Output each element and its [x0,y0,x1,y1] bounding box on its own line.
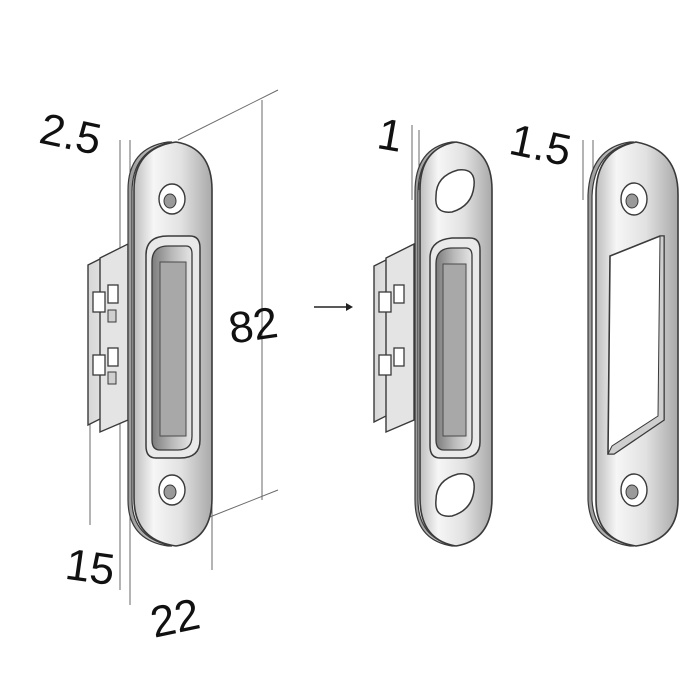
arrow [314,303,353,311]
strike-box [87,242,129,434]
strike-plate-flat [587,141,679,547]
dim-thickness-original: 2.5 [36,104,106,165]
strike-plate-original [87,141,213,547]
dim-depth: 15 [62,540,117,595]
slot-hole-bottom [435,473,475,517]
dim-thickness-thin: 1 [374,109,407,162]
slot-hole-top [435,169,475,213]
strike-box [373,242,415,434]
dim-width: 22 [146,590,204,648]
strike-plate-thin [373,141,493,547]
dim-height: 82 [226,298,281,353]
dim-thickness-flat: 1.5 [505,115,575,176]
